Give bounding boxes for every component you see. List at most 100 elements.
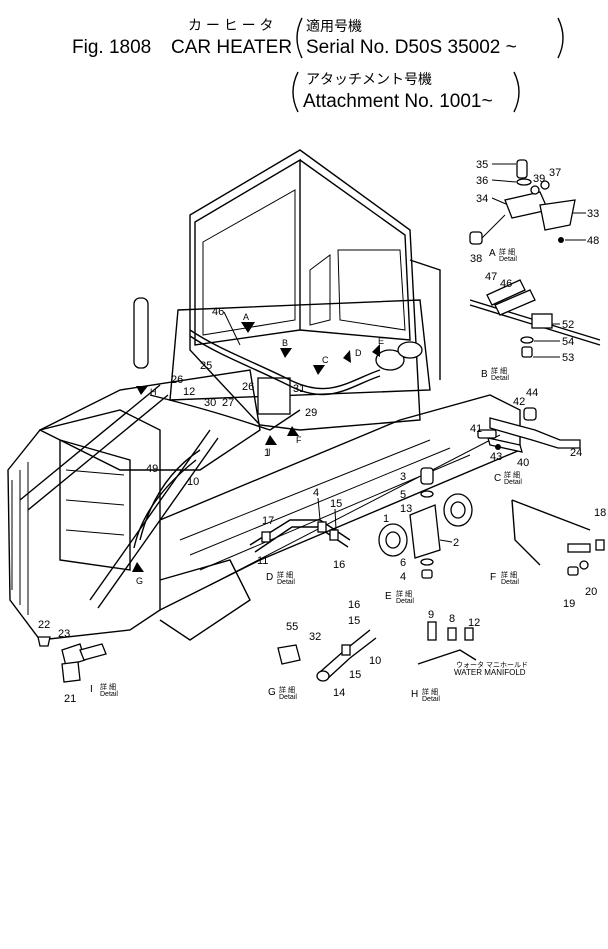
page-title: CAR HEATER (171, 37, 292, 58)
detail-I-en: Detail (100, 691, 118, 698)
part-10-main: 10 (187, 476, 199, 488)
part-25: 25 (200, 360, 212, 372)
part-6: 6 (400, 557, 406, 569)
detail-F-letter: F (490, 572, 496, 583)
arrow-E-icon (372, 344, 380, 357)
right-track-cleats (179, 434, 501, 586)
detail-G: 55 32 16 15 10 15 14 G 詳 細 Detail (268, 599, 381, 701)
part-18: 18 (594, 507, 606, 519)
clamp-55 (277, 644, 301, 665)
clamp-44 (523, 407, 537, 421)
detail-B-jp: 詳 細 (491, 366, 507, 375)
part-46-shape (494, 289, 536, 316)
arrow-D-label: D (355, 348, 362, 358)
part-28: 26 (171, 374, 183, 386)
engine-hood (38, 369, 261, 471)
arrow-I-label: I (268, 447, 271, 457)
part-35: 35 (476, 159, 488, 171)
detail-A-en: Detail (499, 256, 517, 263)
part-30: 30 (204, 397, 216, 409)
part-31: 31 (293, 383, 305, 395)
part-15-D: 15 (330, 498, 342, 510)
figure-number: Fig. 1808 (72, 37, 151, 58)
water-manifold-en: WATER MANIFOLD (454, 668, 526, 677)
bolt-35 (516, 159, 528, 179)
arrow-C-icon (313, 365, 325, 375)
part-14: 14 (333, 687, 345, 699)
radiator-grill (65, 469, 125, 536)
track-idler (159, 559, 251, 641)
part-16-G: 16 (348, 599, 360, 611)
part-20: 20 (585, 586, 597, 598)
detail-E-letter: E (385, 591, 392, 602)
bracket-right (557, 17, 564, 59)
part-12-H: 12 (468, 617, 480, 629)
arrow-I-icon (265, 435, 277, 445)
part-5: 5 (400, 489, 406, 501)
part-32: 32 (309, 631, 321, 643)
detail-F-jp: 詳 細 (501, 570, 517, 579)
detail-F-frame (511, 499, 591, 566)
cab-side-windows (309, 249, 406, 331)
part-16-D: 16 (333, 559, 345, 571)
detail-D-en: Detail (277, 579, 295, 586)
arrow-D-icon (343, 350, 351, 363)
part-15-G: 15 (348, 615, 360, 627)
cab-rear (409, 259, 441, 380)
part-37: 37 (549, 167, 561, 179)
radiator (59, 439, 131, 571)
part-55: 55 (286, 621, 298, 633)
title-japanese: カ ー ヒ ー タ (188, 17, 274, 33)
bracket-right-2 (513, 71, 520, 113)
arrow-A-icon (241, 322, 255, 333)
detail-I-jp: 詳 細 (100, 682, 116, 691)
arrow-G-label: G (136, 576, 143, 586)
part-54: 54 (562, 336, 574, 348)
part-3: 3 (400, 471, 406, 483)
bolt-3 (420, 467, 434, 485)
part-52: 52 (562, 319, 574, 331)
part-21: 21 (64, 693, 76, 705)
part-40: 40 (517, 457, 529, 469)
cab-body (189, 149, 421, 431)
clamp-17 (261, 531, 271, 543)
detail-D-letter: D (266, 572, 273, 583)
part-33: 33 (587, 208, 599, 220)
heater-bracket-2 (409, 504, 441, 559)
hose-G-2 (325, 637, 377, 681)
heater-hose-radiator (139, 449, 201, 541)
arrow-H-label: H (150, 387, 157, 397)
part-9: 9 (428, 609, 434, 621)
detail-D-jp: 詳 細 (277, 570, 293, 579)
part-46-main: 46 (212, 306, 224, 318)
fitting-9 (427, 621, 437, 641)
bracket-left (296, 17, 303, 59)
detail-E-jp: 詳 細 (396, 589, 412, 598)
clamp-52 (531, 313, 553, 329)
arrow-E-label: E (378, 336, 384, 346)
right-blade-arm (89, 429, 219, 609)
arrow-B-label: B (282, 338, 288, 348)
part-11: 11 (257, 555, 268, 567)
arrow-F-label: F (296, 435, 302, 445)
part-48: 48 (587, 235, 599, 247)
part-23: 23 (58, 628, 70, 640)
detail-B: 47 46 52 54 53 B 詳 細 Detail (469, 271, 601, 382)
bracket-21 (61, 661, 81, 683)
detail-H-en: Detail (422, 696, 440, 703)
cab-floor (169, 299, 431, 401)
manifold-H (417, 649, 477, 665)
part-29: 29 (305, 407, 317, 419)
left-blade-arm (19, 384, 169, 511)
part-49: 49 (146, 463, 158, 475)
detail-E: 3 5 13 1 2 6 4 E 詳 細 Detail (378, 467, 473, 605)
part-46: 46 (500, 278, 512, 290)
part-17: 17 (262, 515, 274, 527)
detail-B-letter: B (481, 369, 488, 380)
detail-C-en: Detail (504, 479, 522, 486)
part-41: 41 (470, 423, 482, 435)
attachment-japanese: アタッチメント号機 (306, 71, 432, 87)
part-4: 4 (400, 571, 406, 583)
part-42: 42 (513, 396, 525, 408)
detail-A: 35 36 37 39 34 33 38 48 A 詳 細 Detail (469, 159, 599, 265)
